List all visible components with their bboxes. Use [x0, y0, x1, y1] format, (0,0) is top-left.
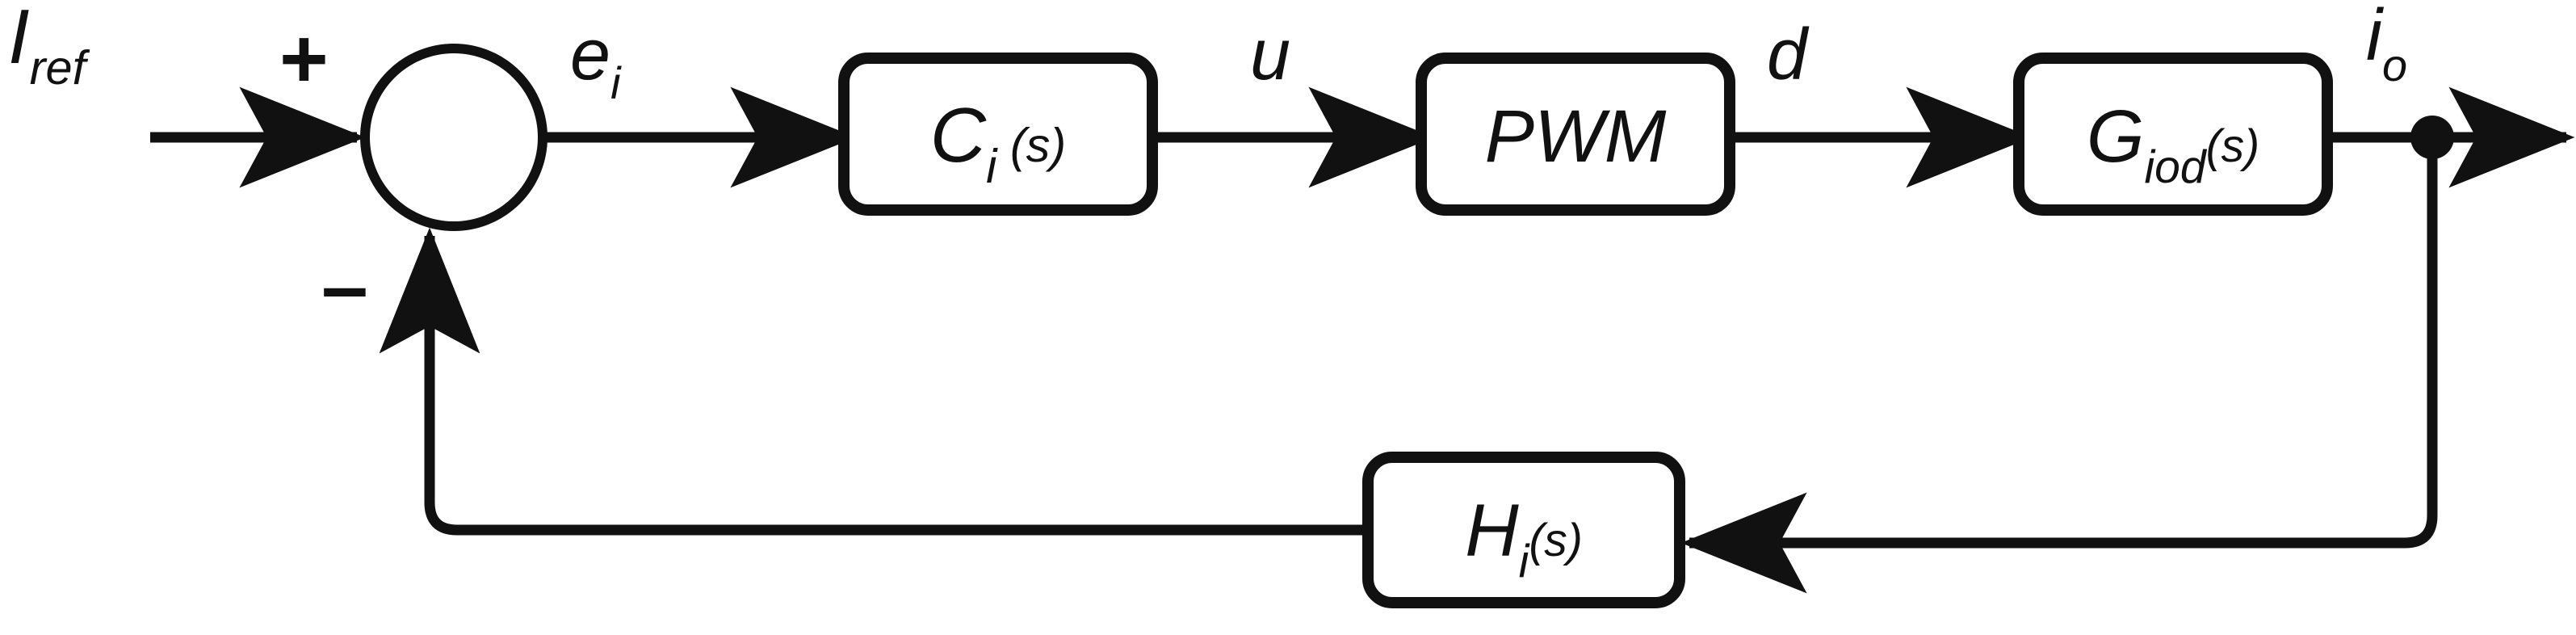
label-output-sub: o: [2382, 40, 2407, 90]
label-controller-sub: i: [986, 139, 998, 193]
label-reference-main: I: [8, 0, 30, 80]
label-plant-tail: (s): [2206, 120, 2260, 172]
label-reference-sub: ref: [30, 40, 90, 95]
label-control-signal: u: [1250, 15, 1290, 95]
label-feedback-main: H: [1465, 490, 1519, 572]
label-current-error: ei: [570, 15, 622, 108]
label-controller-main: C: [930, 92, 987, 179]
label-error-sub: i: [610, 57, 622, 108]
label-plant-sub: iod: [2144, 141, 2207, 193]
label-feedback-sensor: Hi(s): [1465, 490, 1583, 587]
label-duty-cycle: d: [1767, 15, 1810, 95]
label-feedback-tail: (s): [1529, 515, 1583, 566]
label-pwm-modulator: PWM: [1485, 95, 1667, 178]
label-plant-main: G: [2087, 95, 2145, 178]
label-reference-current: Iref: [8, 0, 90, 95]
label-plant-transfer-function: Giod(s): [2087, 95, 2259, 193]
wire-feedback-to-sum: [379, 227, 1368, 536]
label-error-main: e: [570, 15, 610, 95]
wire-output-to-feedback-block: [1680, 137, 2438, 594]
summing-junction-circle: [360, 44, 548, 231]
label-current-controller: Ci (s): [930, 92, 1067, 193]
label-output-main: i: [2366, 0, 2385, 76]
label-feedback-sub: i: [1519, 536, 1530, 587]
summing-minus-sign: –: [321, 240, 368, 334]
label-output-current: io: [2366, 0, 2407, 90]
label-controller-tail: (s): [996, 118, 1066, 172]
summing-plus-sign: +: [279, 12, 329, 106]
